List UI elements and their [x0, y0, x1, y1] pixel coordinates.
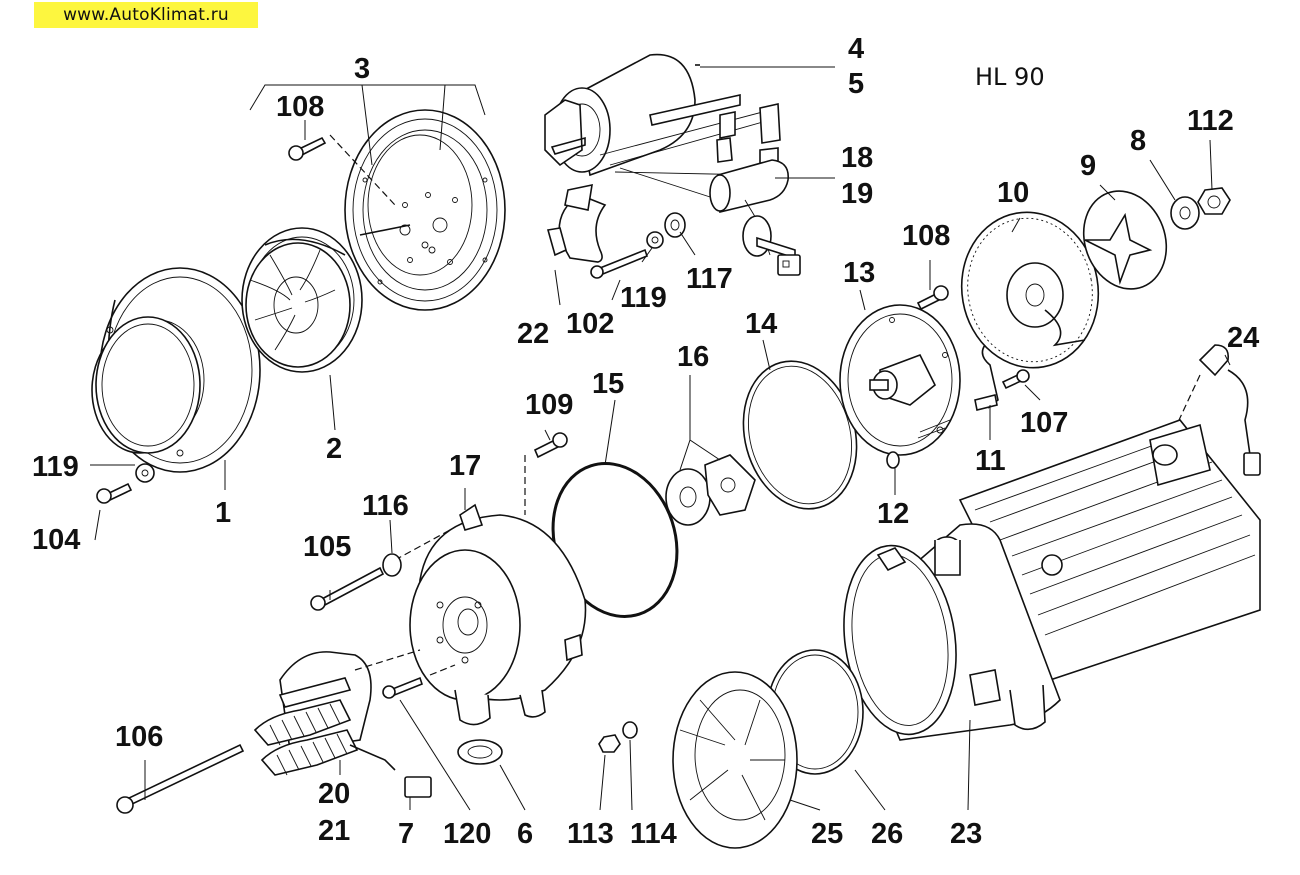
part-13-motor-flange	[839, 304, 961, 456]
label-114: 114	[630, 818, 677, 850]
part-108-screw-left	[288, 134, 396, 206]
part-17-burner-housing	[394, 455, 587, 726]
part-112-nut	[1197, 187, 1231, 215]
part-2-impeller	[241, 227, 363, 373]
part-105-screw	[310, 566, 385, 611]
label-19: 19	[841, 178, 873, 210]
label-119-left: 119	[32, 451, 79, 483]
label-116: 116	[362, 490, 409, 522]
part-number-labels: 1 2 3 4 5 6 7 8 9 10 11 12 13 14 15 16 1…	[32, 33, 1259, 850]
label-6: 6	[517, 818, 533, 850]
site-url-badge[interactable]: www.AutoKlimat.ru	[34, 2, 258, 28]
label-11: 11	[975, 445, 1006, 477]
label-112: 112	[1187, 105, 1234, 137]
label-2: 2	[326, 433, 342, 465]
label-109: 109	[525, 389, 573, 421]
model-label: HL 90	[975, 63, 1045, 91]
part-120-screw	[382, 664, 456, 699]
label-105: 105	[303, 531, 351, 563]
part-12-ring	[886, 451, 900, 469]
part-4-5-motor	[544, 53, 781, 206]
label-18: 18	[841, 142, 873, 174]
label-8: 8	[1130, 125, 1146, 157]
part-11-clip	[974, 344, 999, 411]
label-26: 26	[871, 818, 903, 850]
label-15: 15	[592, 368, 624, 400]
label-1: 1	[215, 497, 231, 529]
label-5: 5	[848, 68, 864, 100]
label-10: 10	[997, 177, 1029, 209]
label-20: 20	[318, 778, 350, 810]
part-10-encoder-disc	[960, 211, 1100, 369]
label-104: 104	[32, 524, 80, 556]
part-113-nut	[598, 734, 621, 753]
part-119-star-washer	[646, 231, 664, 249]
label-7: 7	[398, 818, 414, 850]
label-21: 21	[318, 815, 350, 847]
part-25-fan-wheel	[672, 671, 798, 849]
label-102: 102	[566, 308, 614, 340]
part-114-washer	[622, 721, 638, 739]
label-113: 113	[567, 818, 614, 850]
label-107: 107	[1020, 407, 1068, 439]
part-104-screw	[96, 482, 133, 504]
part-1-inlet-flange	[91, 267, 261, 473]
label-119-right: 119	[620, 282, 667, 314]
part-3-cover-plate	[344, 109, 506, 311]
label-16: 16	[677, 341, 709, 373]
label-13: 13	[843, 257, 875, 289]
part-117-washer	[664, 212, 686, 238]
label-108-left: 108	[276, 91, 324, 123]
part-22-clamp	[546, 183, 607, 263]
part-106-long-screw	[116, 743, 245, 814]
part-108-screw-right	[916, 285, 949, 311]
leader-lines	[90, 66, 1231, 811]
label-12: 12	[877, 498, 909, 530]
label-24: 24	[1227, 322, 1259, 354]
part-16-coupling	[665, 454, 756, 526]
part-18-19-resistor	[709, 159, 801, 276]
label-108-right: 108	[902, 220, 950, 252]
part-107-screw	[1001, 369, 1030, 390]
label-117: 117	[686, 263, 733, 295]
part-20-21-glow-element	[253, 649, 432, 798]
part-8-washer	[1170, 196, 1200, 230]
label-106: 106	[115, 721, 163, 753]
label-3: 3	[354, 53, 370, 85]
label-120: 120	[443, 818, 491, 850]
part-102-screw	[590, 248, 648, 279]
label-23: 23	[950, 818, 982, 850]
label-9: 9	[1080, 150, 1096, 182]
label-17: 17	[449, 450, 481, 482]
part-23-heat-exchanger	[843, 419, 1261, 741]
part-109-screw	[533, 432, 568, 459]
part-6-seal	[457, 739, 503, 765]
label-22: 22	[517, 318, 549, 350]
label-14: 14	[745, 308, 777, 340]
part-119-washer-left	[135, 463, 155, 483]
label-4: 4	[848, 33, 864, 65]
label-25: 25	[811, 818, 843, 850]
part-116-washer	[382, 553, 402, 577]
